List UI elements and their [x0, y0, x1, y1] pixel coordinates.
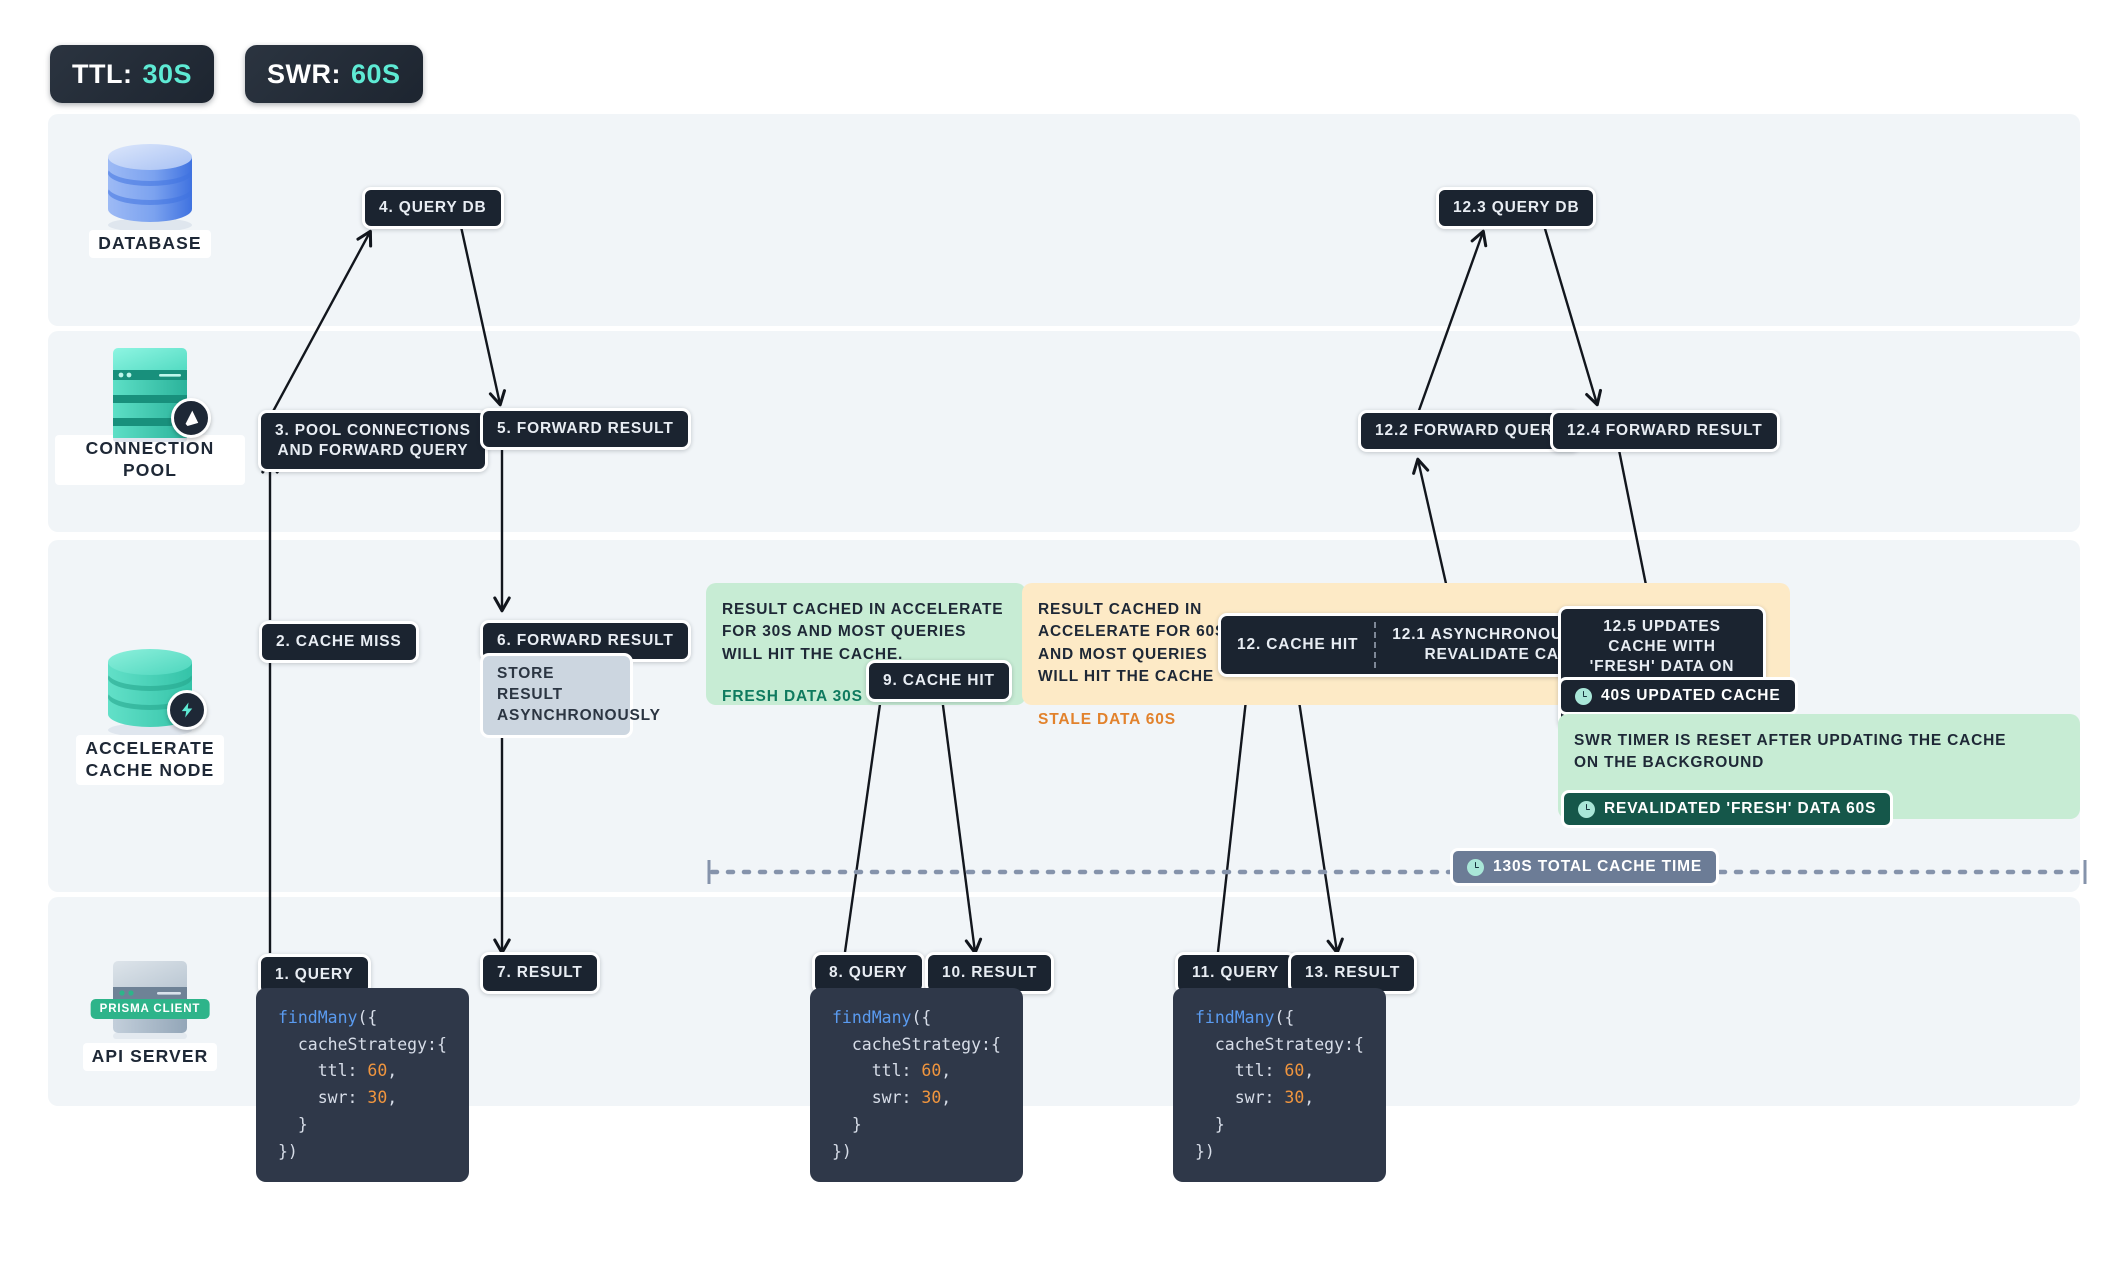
step-5-forward-result[interactable]: 5. FORWARD RESULT	[480, 408, 691, 451]
code-fn-name: findMany	[1195, 1008, 1275, 1027]
fresh-data-text: RESULT CACHED IN ACCELERATE FOR 30S AND …	[722, 601, 1004, 663]
updated-cache-chip: 40S UPDATED CACHE	[1558, 677, 1798, 715]
code-open: ({	[911, 1008, 932, 1027]
node-connection-pool-label: CONNECTION POOL	[55, 435, 245, 485]
node-database: DATABASE	[55, 135, 245, 258]
step-12-2-forward-query[interactable]: 12.2 FORWARD QUERY	[1358, 410, 1581, 453]
lane-database	[48, 114, 2080, 326]
code-swr-key: swr:	[1195, 1088, 1285, 1108]
ttl-badge-label: TTL:	[72, 58, 133, 89]
code-open: ({	[1274, 1008, 1295, 1027]
code-fn-name: findMany	[278, 1008, 358, 1027]
ttl-badge-value: 30S	[142, 58, 193, 89]
stale-data-text: RESULT CACHED IN ACCELERATE FOR 60S AND …	[1038, 601, 1227, 686]
step-3-pool-connections[interactable]: 3. POOL CONNECTIONS AND FORWARD QUERY	[258, 410, 488, 473]
code-ttl-value: 60	[1284, 1061, 1305, 1081]
code-strategy: cacheStrategy:{	[832, 1034, 1001, 1054]
store-result-async-note: STORE RESULT ASYNCHRONOUSLY	[480, 653, 660, 738]
code-block-3: findMany({ cacheStrategy:{ ttl: 60, swr:…	[1173, 988, 1386, 1183]
prisma-logo-icon	[171, 398, 211, 438]
step-12-cache-hit[interactable]: 12. CACHE HIT	[1237, 636, 1359, 654]
code-close-inner: }	[278, 1114, 308, 1134]
step-4-query-db[interactable]: 4. QUERY DB	[362, 187, 504, 230]
fresh-data-tag: FRESH DATA 30S	[722, 688, 863, 706]
lightning-bolt-icon	[167, 690, 207, 730]
revalidated-fresh-chip-label: REVALIDATED 'FRESH' DATA 60S	[1604, 800, 1877, 817]
code-swr-key: swr:	[832, 1088, 922, 1108]
node-api-server: PRISMA CLIENT API SERVER	[55, 955, 245, 1071]
updated-cache-chip-label: 40S UPDATED CACHE	[1601, 687, 1781, 704]
code-open: ({	[357, 1008, 378, 1027]
step-12-3-query-db[interactable]: 12.3 QUERY DB	[1436, 187, 1597, 230]
code-swr-value: 30	[367, 1088, 388, 1108]
node-database-label: DATABASE	[89, 230, 211, 258]
clock-icon	[1575, 687, 1592, 705]
code-close-inner: }	[1195, 1114, 1225, 1134]
step-9-cache-hit[interactable]: 9. CACHE HIT	[866, 660, 1012, 703]
code-ttl-key: ttl:	[278, 1061, 368, 1081]
code-swr-key: swr:	[278, 1088, 368, 1108]
code-ttl-value: 60	[367, 1061, 388, 1081]
swr-reset-text: SWR TIMER IS RESET AFTER UPDATING THE CA…	[1574, 732, 2007, 772]
code-block-1: findMany({ cacheStrategy:{ ttl: 60, swr:…	[256, 988, 469, 1183]
code-block-2: findMany({ cacheStrategy:{ ttl: 60, swr:…	[810, 988, 1023, 1183]
node-connection-pool: CONNECTION POOL	[55, 340, 245, 485]
code-close: })	[832, 1141, 852, 1161]
node-accelerate-cache-label: ACCELERATE CACHE NODE	[76, 735, 224, 785]
code-ttl-key: ttl:	[832, 1061, 922, 1081]
code-swr-value: 30	[921, 1088, 942, 1108]
step-10-result[interactable]: 10. RESULT	[925, 952, 1055, 995]
server-rack-teal-icon	[55, 340, 245, 442]
stale-data-tag: STALE DATA 60S	[1038, 710, 1176, 728]
total-cache-time-label: 130S TOTAL CACHE TIME	[1493, 858, 1703, 875]
code-ttl-value: 60	[921, 1061, 942, 1081]
step-2-cache-miss[interactable]: 2. CACHE MISS	[259, 621, 419, 664]
revalidated-fresh-chip: REVALIDATED 'FRESH' DATA 60S	[1561, 790, 1894, 828]
step-12-cache-hit-group[interactable]: 12. CACHE HIT 12.1 ASYNCHRONOUSLY REVALI…	[1218, 613, 1614, 678]
swr-badge-label: SWR:	[267, 58, 341, 89]
ttl-badge: TTL: 30S	[50, 45, 215, 103]
server-grey-icon: PRISMA CLIENT	[55, 955, 245, 1043]
code-fn-name: findMany	[832, 1008, 912, 1027]
step-7-result[interactable]: 7. RESULT	[480, 952, 600, 995]
code-close: })	[278, 1141, 298, 1161]
code-ttl-key: ttl:	[1195, 1061, 1285, 1081]
code-close: })	[1195, 1141, 1215, 1161]
code-strategy: cacheStrategy:{	[278, 1034, 447, 1054]
node-api-server-label: API SERVER	[82, 1043, 218, 1071]
clock-icon	[1467, 858, 1484, 876]
node-accelerate-cache: ACCELERATE CACHE NODE	[55, 640, 245, 785]
step-12-4-forward-result[interactable]: 12.4 FORWARD RESULT	[1550, 410, 1780, 453]
split-divider	[1374, 622, 1377, 669]
database-cylinder-teal-icon	[55, 640, 245, 737]
code-swr-value: 30	[1284, 1088, 1305, 1108]
swr-badge-value: 60S	[350, 58, 401, 89]
prisma-client-tag: PRISMA CLIENT	[90, 999, 210, 1019]
swr-badge: SWR: 60S	[245, 45, 423, 103]
code-close-inner: }	[832, 1114, 862, 1134]
total-cache-time-chip: 130S TOTAL CACHE TIME	[1450, 848, 1720, 886]
clock-icon	[1578, 800, 1595, 818]
code-strategy: cacheStrategy:{	[1195, 1034, 1364, 1054]
database-cylinder-blue-icon	[55, 135, 245, 232]
